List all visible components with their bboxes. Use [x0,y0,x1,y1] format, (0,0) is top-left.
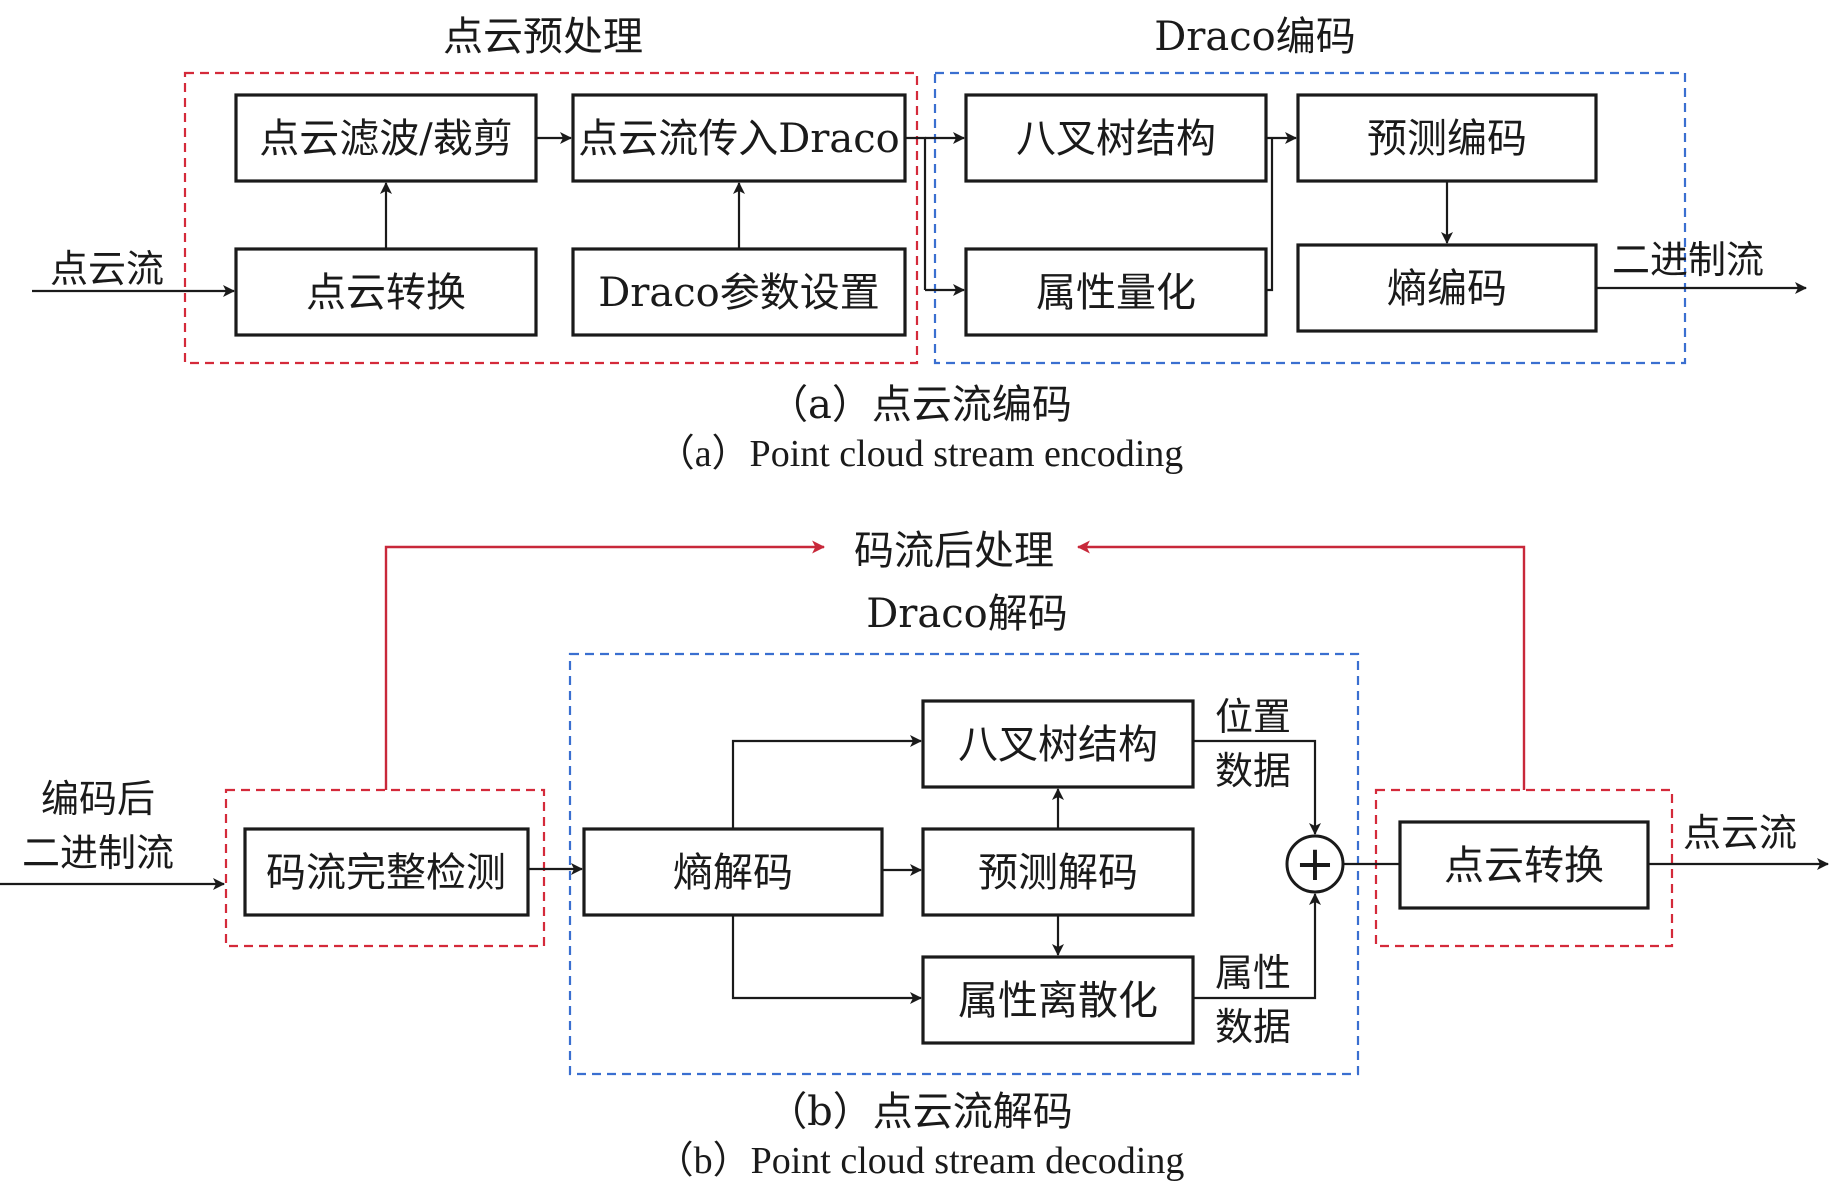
sum-symbol: + [1295,836,1335,892]
predictive-encode-label: 预测编码 [1367,116,1527,162]
encode-octree-label: 八叉树结构 [1016,116,1216,162]
entropy-decode-label: 熵解码 [673,850,793,896]
decoding-section: 码流后处理 Draco解码 码流完整检测 熵解码 八叉树结构 预测解码 属性离散… [0,528,1829,1182]
stream-into-draco-label: 点云流传入Draco [578,116,900,162]
integrity-label: 码流完整检测 [266,850,506,896]
decode-octree-label: 八叉树结构 [958,722,1158,768]
filter-crop-box [234,93,538,183]
encode-input-label: 点云流 [50,247,164,291]
decode-output-label: 点云流 [1683,811,1797,855]
integrity-box [243,827,530,917]
draco-params-box [571,247,907,337]
decode-convert-box [1398,820,1650,910]
attr-to-sum-arrow [1193,893,1321,1000]
entropy-encode-box [1296,243,1598,333]
convert-to-postprocess-arrow [1076,540,1526,790]
attr-discrete-label: 属性离散化 [958,978,1158,1024]
predictive-encode-box [1296,93,1598,183]
decode-octree-box [921,699,1195,789]
entropy-to-octree-arrow [731,735,922,829]
decode-caption-cn: （b）点云流解码 [767,1089,1073,1135]
preprocess-title: 点云预处理 [443,14,643,60]
attr-quant-box [964,247,1268,337]
entropy-decode-box [582,827,884,917]
attr-quant-label: 属性量化 [1036,270,1196,316]
attr-merge-line [1266,138,1274,292]
draco-decode-title: Draco解码 [866,591,1068,637]
draco-encode-frame [933,71,1687,365]
decode-convert-frame [1374,788,1674,948]
position-label-line1: 位置 [1215,695,1291,739]
preprocess-frame [183,71,919,365]
encode-caption-en: （a）Point cloud stream encoding [657,433,1184,475]
decode-caption-en: （b）Point cloud stream decoding [656,1140,1185,1182]
postprocess-title: 码流后处理 [854,528,1054,574]
encode-convert-box [234,247,538,337]
entropy-to-attr-arrow [731,915,922,1004]
decode-convert-label: 点云转换 [1444,843,1604,889]
decode-input-label-line2: 二进制流 [22,831,174,875]
encode-convert-label: 点云转换 [306,270,466,316]
entropy-encode-label: 熵编码 [1387,266,1507,312]
draco-params-label: Draco参数设置 [598,270,880,316]
decode-input-label-line1: 编码后 [41,777,155,821]
attr-label-line2: 数据 [1215,1005,1291,1049]
position-label-line2: 数据 [1215,749,1291,793]
attr-label-line1: 属性 [1215,951,1291,995]
draco-encode-title: Draco编码 [1154,14,1356,60]
position-to-sum-arrow [1193,739,1321,835]
encode-caption-cn: （a）点云流编码 [768,382,1072,428]
encoding-section: 点云预处理 Draco编码 点云滤波/裁剪 点云流传入Draco 点云转换 Dr… [32,14,1807,475]
predictive-decode-label: 预测解码 [978,850,1138,896]
attr-discrete-box [921,955,1195,1045]
encode-output-label: 二进制流 [1612,238,1764,282]
stream-split-line [905,136,927,290]
filter-crop-label: 点云滤波/裁剪 [259,116,512,162]
integrity-to-postprocess-arrow [384,540,826,790]
